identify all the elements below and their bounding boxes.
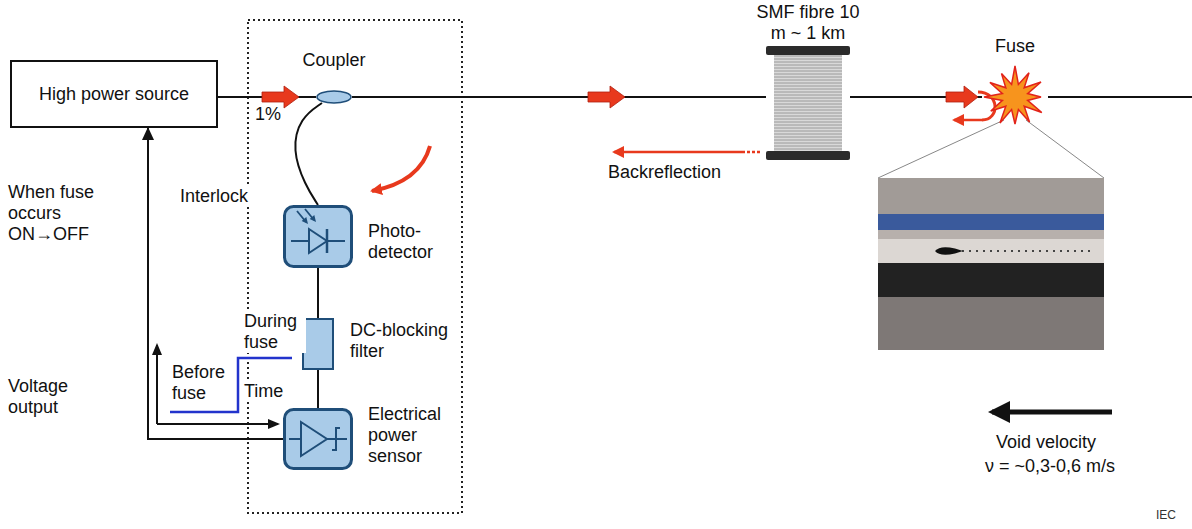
photo-band xyxy=(878,297,1104,350)
velocity-value: ν = ~0,3-0,6 m/s xyxy=(985,456,1115,477)
source-box: High power source xyxy=(10,60,218,128)
zoom-leader xyxy=(1026,120,1104,178)
backreflection-tail xyxy=(747,151,762,154)
graph-label: Before fuse xyxy=(172,362,234,404)
fuse-star-shape xyxy=(982,66,1048,128)
edge-label: Interlock xyxy=(178,186,250,207)
fuse-photo xyxy=(878,178,1104,350)
light-arrow xyxy=(588,86,625,108)
velocity-label: Void velocity xyxy=(996,432,1096,453)
signal-wire xyxy=(317,268,319,318)
node-label: Electrical power sensor xyxy=(368,404,460,467)
power-sensor-shape xyxy=(283,408,353,470)
graph-axis xyxy=(156,345,158,424)
tap-arrow xyxy=(372,146,430,191)
photo-band xyxy=(878,214,1104,230)
photo-band xyxy=(878,230,1104,239)
node-label: High power source xyxy=(39,84,189,105)
coupler: Coupler xyxy=(316,90,352,104)
graph-axis xyxy=(157,423,278,425)
interlock-note: When fuse occurs ON→OFF xyxy=(8,182,103,245)
zoom-leader xyxy=(878,120,1004,178)
fibre-spool-shape xyxy=(766,46,850,160)
axis-label: Time xyxy=(244,381,283,402)
fuse-star: Fuse xyxy=(982,66,1048,128)
split-ratio: 1% xyxy=(255,104,281,125)
voltage-trace xyxy=(170,358,292,412)
power-sensor: Electrical power sensor xyxy=(283,408,353,470)
backreflection-arrow xyxy=(614,151,745,154)
signal-wire xyxy=(317,370,319,408)
node-label: SMF fibre 10 m ~ 1 km xyxy=(753,2,863,44)
reflection-arrow xyxy=(954,119,982,122)
fibre-core xyxy=(878,239,1104,263)
coupler-shape xyxy=(316,90,352,104)
source-mark: IEC xyxy=(1156,508,1176,522)
void-head xyxy=(935,247,963,255)
reflection-label: Backreflection xyxy=(608,162,721,183)
node-label: Photo- detector xyxy=(368,221,460,263)
node-label: Coupler xyxy=(289,50,379,71)
fibre-spool: SMF fibre 10 m ~ 1 km xyxy=(766,46,850,160)
dc-blocking-filter-shape xyxy=(302,318,334,370)
fibre-line xyxy=(352,96,766,98)
velocity-arrow xyxy=(992,410,1112,415)
photodetector-shape xyxy=(283,205,353,268)
void-trail xyxy=(962,250,1092,252)
interlock-wire xyxy=(148,128,283,439)
photo-band xyxy=(878,263,1104,297)
node-label: DC-blocking filter xyxy=(350,320,460,362)
graph-label: During fuse xyxy=(244,311,306,353)
tap-fibre xyxy=(295,103,322,205)
photo-band xyxy=(878,178,1104,214)
light-arrow xyxy=(946,86,978,108)
output-label: Voltage output xyxy=(8,376,88,418)
fibre-line xyxy=(1048,96,1192,98)
photo-ground xyxy=(878,178,1104,350)
photodetector: Photo- detector xyxy=(283,205,353,268)
node-label: Fuse xyxy=(975,36,1055,57)
dc-blocking-filter: DC-blocking filter xyxy=(302,318,334,370)
